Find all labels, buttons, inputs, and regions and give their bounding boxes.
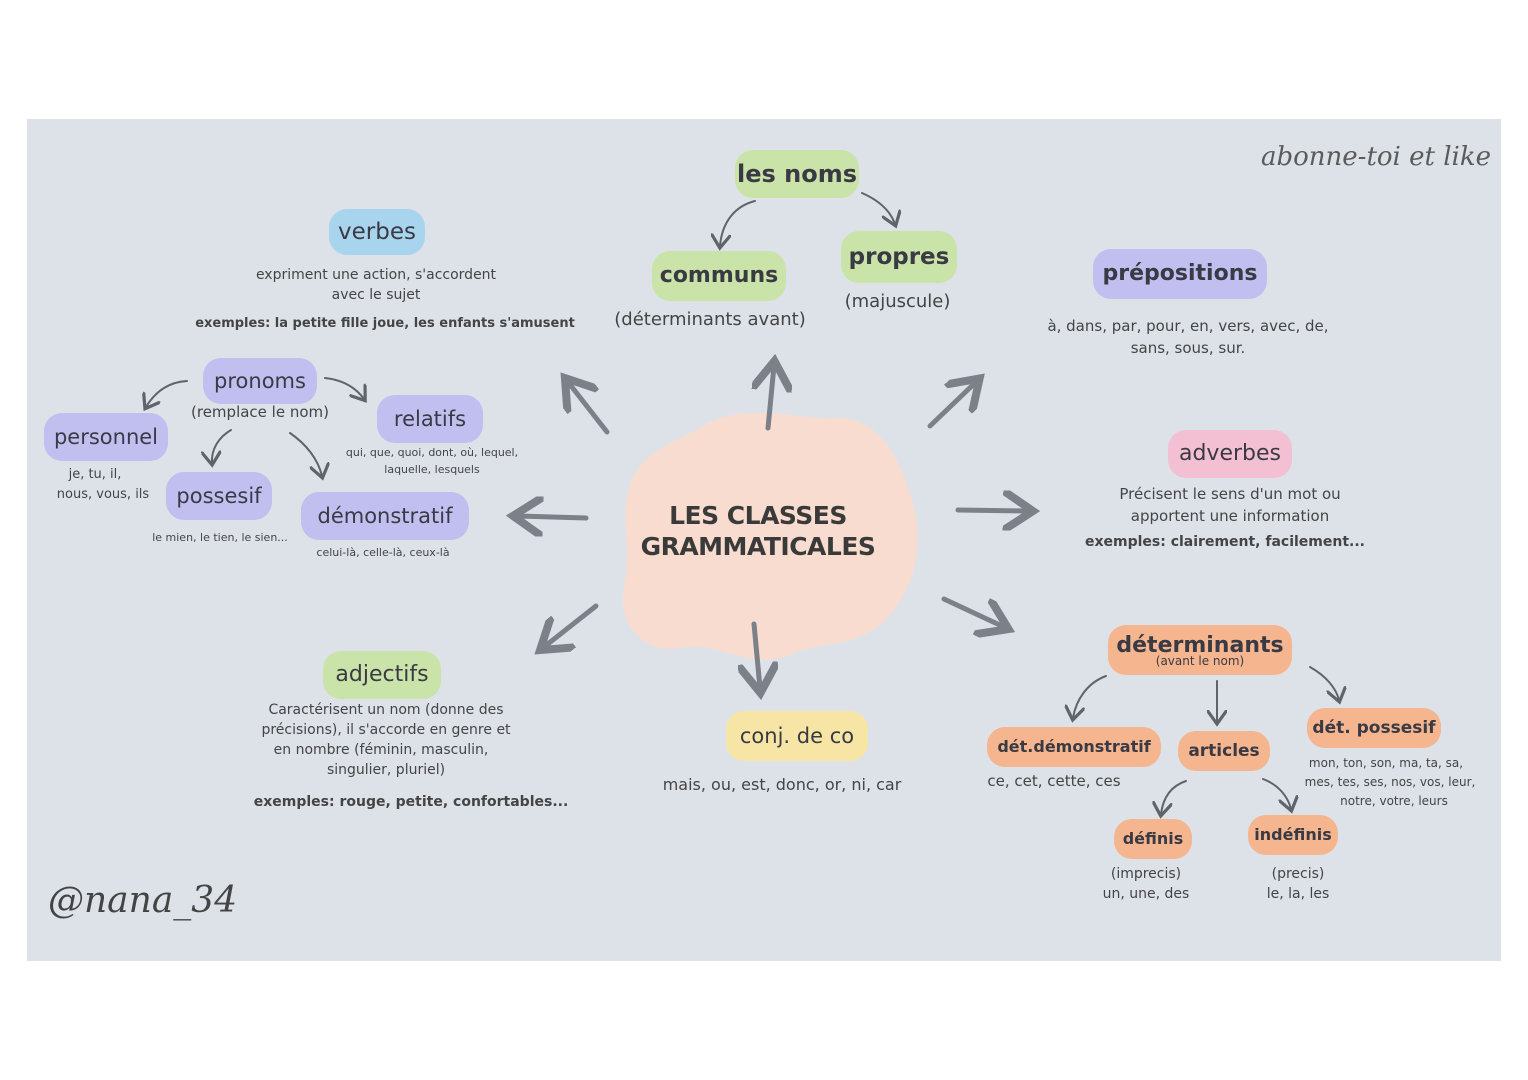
node-det-demonstratif: dét.démonstratif <box>987 727 1161 767</box>
demonstratif-ex: celui-là, celle-là, ceux-là <box>316 546 450 559</box>
node-propres: propres <box>841 231 957 283</box>
determinants-note: (avant le nom) <box>1155 654 1245 668</box>
det-possessif-ex-3: notre, votre, leurs <box>1340 794 1448 808</box>
det-demonstratif-ex: ce, cet, cette, ces <box>987 772 1121 790</box>
node-det-possessif: dét. possesif <box>1307 708 1441 748</box>
node-personnel: personnel <box>44 413 168 461</box>
relatifs-ex-2: laquelle, lesquels <box>384 463 480 476</box>
signature-bottom: @nana_34 <box>48 880 238 921</box>
det-possessif-ex-1: mon, ton, son, ma, ta, sa, <box>1308 756 1464 770</box>
center-title-line1: LES CLASSES <box>669 501 847 530</box>
personnel-ex-2: nous, vous, ils <box>56 487 150 502</box>
adjectifs-desc-2: précisions), il s'accorde en genre et <box>261 722 511 738</box>
prepositions-list-1: à, dans, par, pour, en, vers, avec, de, <box>1047 317 1329 335</box>
node-noms: les noms <box>735 150 859 198</box>
personnel-ex-1: je, tu, il, <box>68 467 122 482</box>
adverbes-example: exemples: clairement, facilement... <box>1084 534 1366 550</box>
node-possesif: possesif <box>166 472 272 520</box>
center-title-line2: GRAMMATICALES <box>640 532 876 561</box>
verbes-example: exemples: la petite fille joue, les enfa… <box>195 316 575 331</box>
center-title: LES CLASSES GRAMMATICALES <box>628 500 888 562</box>
node-determinants: déterminants (avant le nom) <box>1108 625 1292 675</box>
det-possessif-ex-2: mes, tes, ses, nos, vos, leur, <box>1304 775 1476 789</box>
node-indefinis: indéfinis <box>1248 815 1338 855</box>
node-communs: communs <box>652 251 786 301</box>
verbes-desc-2: avec le sujet <box>331 287 421 303</box>
node-demonstratif: démonstratif <box>301 492 469 540</box>
pronoms-note: (remplace le nom) <box>191 403 329 421</box>
node-adverbes: adverbes <box>1168 430 1292 478</box>
relatifs-ex-1: qui, que, quoi, dont, où, lequel, <box>345 446 519 459</box>
possesif-ex: le mien, le tien, le sien... <box>152 531 288 544</box>
signature-top: abonne-toi et like <box>1260 142 1491 172</box>
node-definis: définis <box>1114 819 1192 859</box>
node-articles: articles <box>1178 731 1270 771</box>
definis-ex: un, une, des <box>1102 886 1190 902</box>
node-verbes: verbes <box>329 209 425 255</box>
determinants-title: déterminants <box>1116 633 1284 658</box>
indefinis-note: (precis) <box>1271 866 1325 882</box>
node-pronoms: pronoms <box>203 358 317 404</box>
verbes-desc-1: expriment une action, s'accordent <box>255 267 497 283</box>
adjectifs-desc-1: Caractérisent un nom (donne des <box>268 702 504 718</box>
node-prepositions: prépositions <box>1093 249 1267 299</box>
adverbes-desc-2: apportent une information <box>1130 507 1330 525</box>
node-relatifs: relatifs <box>377 395 483 443</box>
communs-note: (déterminants avant) <box>614 309 806 330</box>
adjectifs-example: exemples: rouge, petite, confortables... <box>253 794 569 810</box>
propres-note: (majuscule) <box>844 291 951 312</box>
node-conj: conj. de co <box>726 711 868 761</box>
adjectifs-desc-3: en nombre (féminin, masculin, <box>273 742 489 758</box>
indefinis-ex: le, la, les <box>1266 886 1330 902</box>
node-adjectifs: adjectifs <box>323 651 441 699</box>
adjectifs-desc-4: singulier, pluriel) <box>326 762 446 778</box>
adverbes-desc-1: Précisent le sens d'un mot ou <box>1119 485 1341 503</box>
definis-note: (imprecis) <box>1110 866 1182 882</box>
conj-list: mais, ou, est, donc, or, ni, car <box>662 775 902 794</box>
prepositions-list-2: sans, sous, sur. <box>1130 339 1246 357</box>
